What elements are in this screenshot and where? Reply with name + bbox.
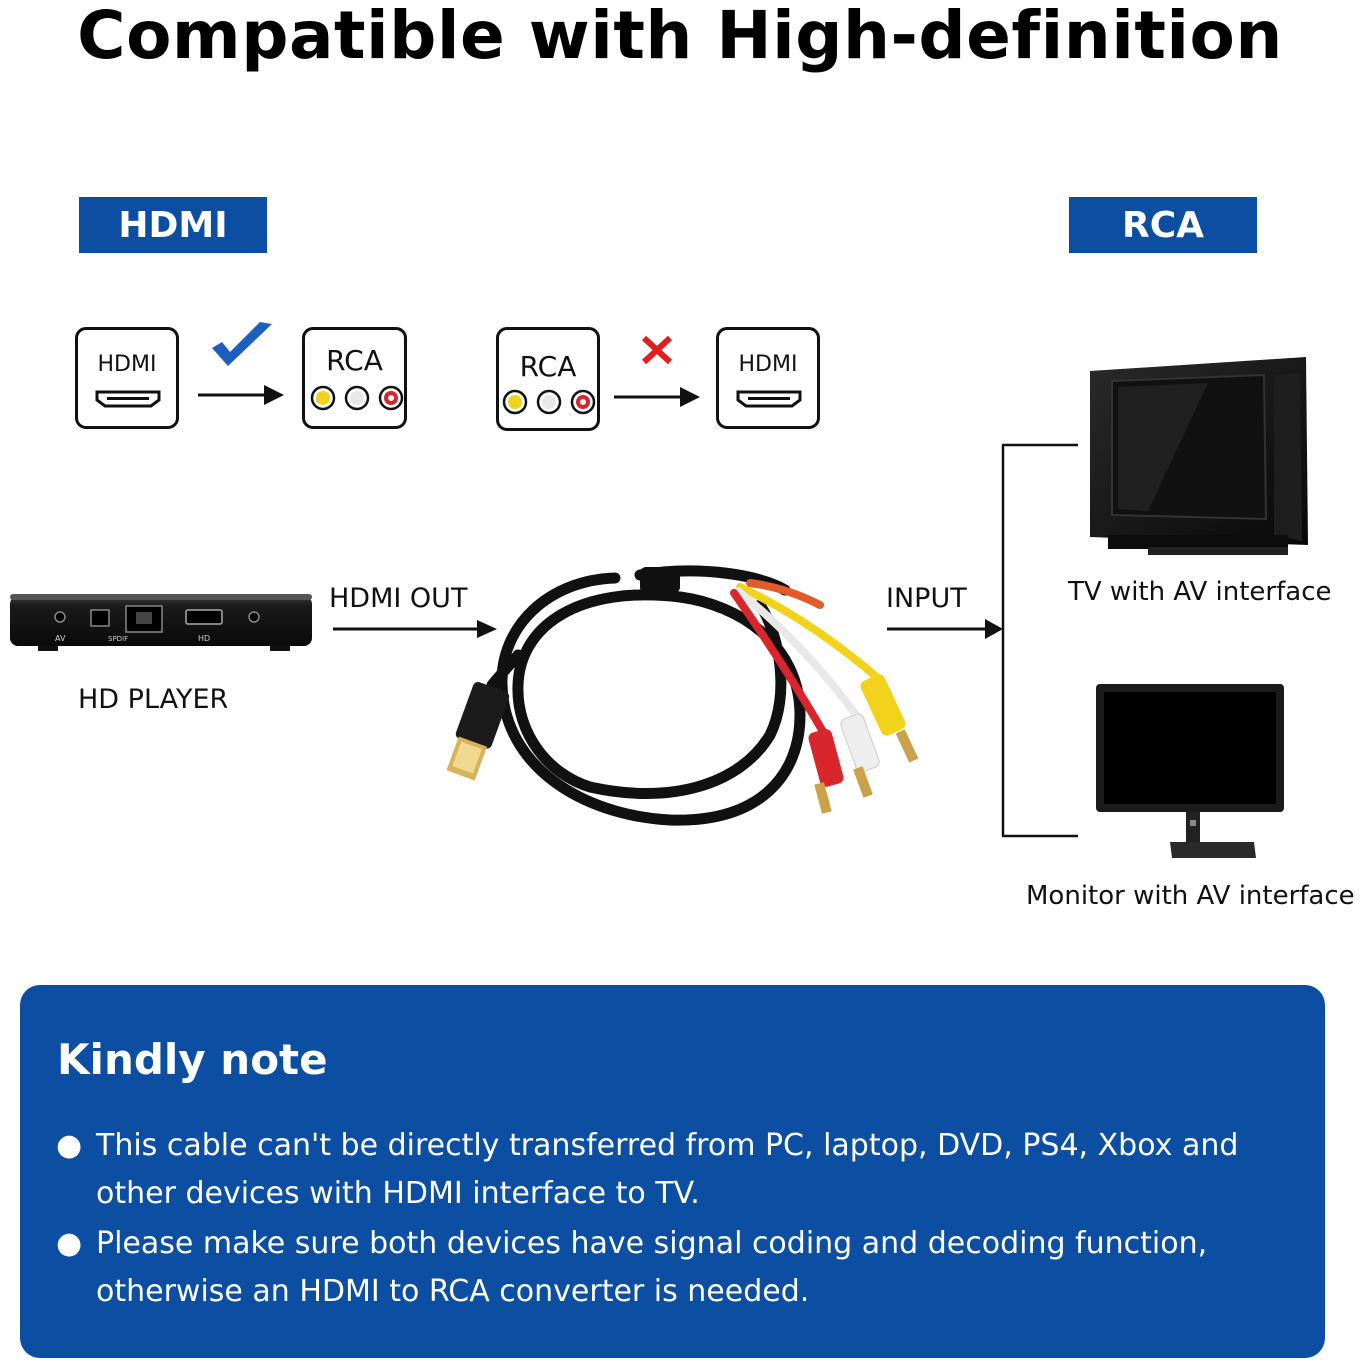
hdmi-connector-icon-2 (736, 390, 802, 408)
player-port-hd: HD (198, 634, 210, 643)
arrow-with-check-icon (198, 322, 284, 405)
note-bullet-text: Please make sure both devices have signa… (96, 1226, 1208, 1309)
arrow-with-cross-icon (614, 335, 700, 407)
hdmi-port-label-2: HDMI (738, 352, 798, 377)
rca-tag: RCA (1069, 197, 1257, 253)
hdmi-tag: HDMI (79, 197, 267, 253)
rca-port-label: RCA (326, 344, 383, 377)
page-title: Compatible with High-definition (77, 0, 1283, 74)
rca-port-box: RCA (302, 327, 407, 429)
tv-label: TV with AV interface (1068, 577, 1332, 607)
cross-icon (641, 335, 673, 365)
hdmi-port-label: HDMI (97, 352, 157, 377)
rca-jacks-icon (310, 385, 404, 411)
hdmi-to-rca-cable-image (446, 565, 919, 826)
note-title: Kindly note (57, 1035, 328, 1084)
hdmi-port-box: HDMI (75, 327, 179, 429)
hd-player-device: AV SPDIF HD (10, 594, 312, 651)
crt-tv-image (1090, 357, 1308, 555)
input-arrow-bracket (887, 443, 1078, 838)
player-port-spdif: SPDIF (108, 635, 128, 643)
kindly-note-panel: Kindly note ● This cable can't be direct… (20, 985, 1325, 1358)
hdmi-port-box-2: HDMI (716, 327, 820, 429)
player-port-av: AV (55, 634, 66, 643)
hdmi-out-arrow (333, 620, 497, 638)
bullet-dot-icon: ● (56, 1128, 83, 1163)
hd-player-label: HD PLAYER (78, 684, 229, 715)
hdmi-out-label: HDMI OUT (329, 583, 468, 614)
monitor-label: Monitor with AV interface (1026, 881, 1355, 911)
note-bullet-text: This cable can't be directly transferred… (96, 1128, 1239, 1211)
lcd-monitor-image (1096, 684, 1284, 858)
hdmi-connector-icon (95, 390, 161, 408)
bullet-dot-icon: ● (56, 1226, 83, 1261)
rca-port-box-2: RCA (496, 327, 600, 431)
input-label: INPUT (886, 583, 967, 614)
rca-port-label-2: RCA (519, 350, 577, 383)
check-icon (212, 322, 272, 366)
rca-jacks-icon-2 (502, 389, 596, 415)
